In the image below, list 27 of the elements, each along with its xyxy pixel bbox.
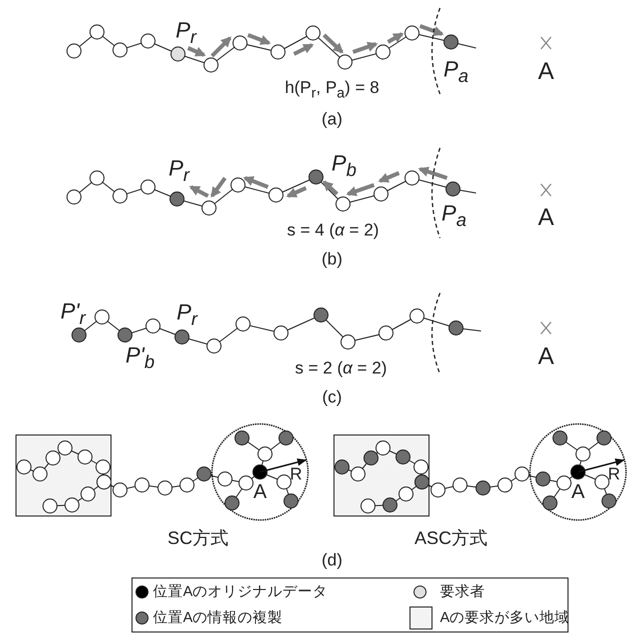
- location-label: A: [538, 60, 554, 84]
- point-label: P$_{a}$: [444, 58, 468, 86]
- panel-caption: (c): [322, 388, 342, 406]
- location-label: A: [538, 345, 554, 369]
- formula-label: h(P$_{r}$, P$_{a}$) = 8: [284, 79, 380, 101]
- point-label: P$_{a}$: [442, 202, 466, 230]
- point-label: P'$_{b}$: [125, 344, 155, 372]
- legend-label: 位置Aのオリジナルデータ: [153, 584, 328, 600]
- panel-caption: (d): [322, 552, 342, 568]
- point-label: P$_{b}$: [332, 152, 356, 180]
- method-caption: SC方式: [168, 529, 228, 547]
- radius-label: R: [608, 466, 620, 482]
- formula-label: s = 2 (α = 2): [295, 360, 387, 376]
- radius-label: R: [290, 466, 302, 482]
- point-label: P'$_{r}$: [60, 300, 86, 328]
- panel-caption: (b): [322, 250, 342, 268]
- legend-label: 要求者: [440, 584, 485, 600]
- location-label: A: [571, 482, 585, 502]
- legend-label: 位置Aの情報の複製: [153, 610, 283, 626]
- panel-caption: (a): [322, 110, 342, 128]
- point-label: P$_{r}$: [176, 302, 198, 328]
- location-label: A: [538, 206, 554, 230]
- location-label: A: [253, 482, 267, 502]
- point-label: P$_{r}$: [168, 158, 190, 184]
- formula-label: s = 4 (α = 2): [287, 222, 379, 238]
- point-label: P$_{r}$: [176, 20, 196, 46]
- method-caption: ASC方式: [414, 529, 488, 547]
